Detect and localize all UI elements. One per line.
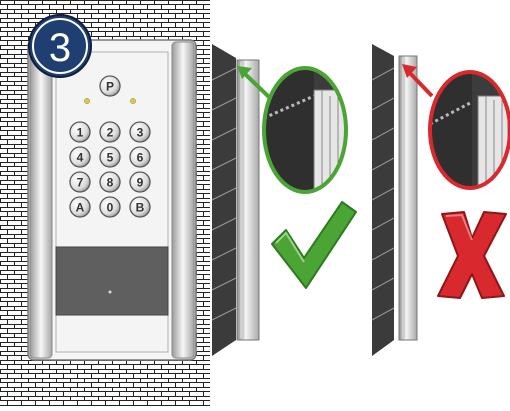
- key-8: 8: [100, 172, 120, 192]
- svg-text:0: 0: [107, 201, 114, 215]
- svg-text:8: 8: [107, 176, 114, 190]
- incorrect-install-example: [360, 0, 510, 406]
- key-7: 7: [70, 172, 90, 192]
- check-mark-icon: [272, 202, 356, 288]
- svg-text:6: 6: [137, 151, 144, 165]
- key-1: 1: [70, 122, 90, 142]
- svg-text:5: 5: [107, 151, 114, 165]
- key-6: 6: [130, 147, 150, 167]
- step-badge: 3: [29, 15, 91, 77]
- key-4: 4: [70, 147, 90, 167]
- indicator-light-right: [130, 98, 135, 103]
- svg-text:B: B: [136, 201, 145, 215]
- svg-text:3: 3: [137, 126, 144, 140]
- svg-text:4: 4: [77, 151, 84, 165]
- key-9: 9: [130, 172, 150, 192]
- device-side-gap: [399, 56, 417, 340]
- svg-text:1: 1: [77, 126, 84, 140]
- key-0: 0: [100, 197, 120, 217]
- zoom-detail: [430, 70, 510, 196]
- key-3: 3: [130, 122, 150, 142]
- svg-text:9: 9: [137, 176, 144, 190]
- wall-section: [372, 44, 394, 356]
- card-reader-window: [56, 247, 168, 315]
- key-5: 5: [100, 147, 120, 167]
- key-2: 2: [100, 122, 120, 142]
- key-a: A: [70, 197, 90, 217]
- cross-mark-icon: [438, 212, 506, 298]
- left-rail: [30, 42, 52, 358]
- key-p: P: [100, 76, 120, 96]
- indicator-light-left: [84, 98, 89, 103]
- right-rail: [172, 42, 194, 358]
- svg-text:2: 2: [107, 126, 114, 140]
- key-b: B: [130, 197, 150, 217]
- svg-text:A: A: [76, 201, 85, 215]
- wall-section: [212, 44, 236, 356]
- svg-text:7: 7: [77, 176, 84, 190]
- correct-install-example: [210, 0, 360, 406]
- step-number: 3: [49, 26, 71, 70]
- svg-text:P: P: [106, 80, 114, 94]
- zoom-detail: [264, 66, 346, 200]
